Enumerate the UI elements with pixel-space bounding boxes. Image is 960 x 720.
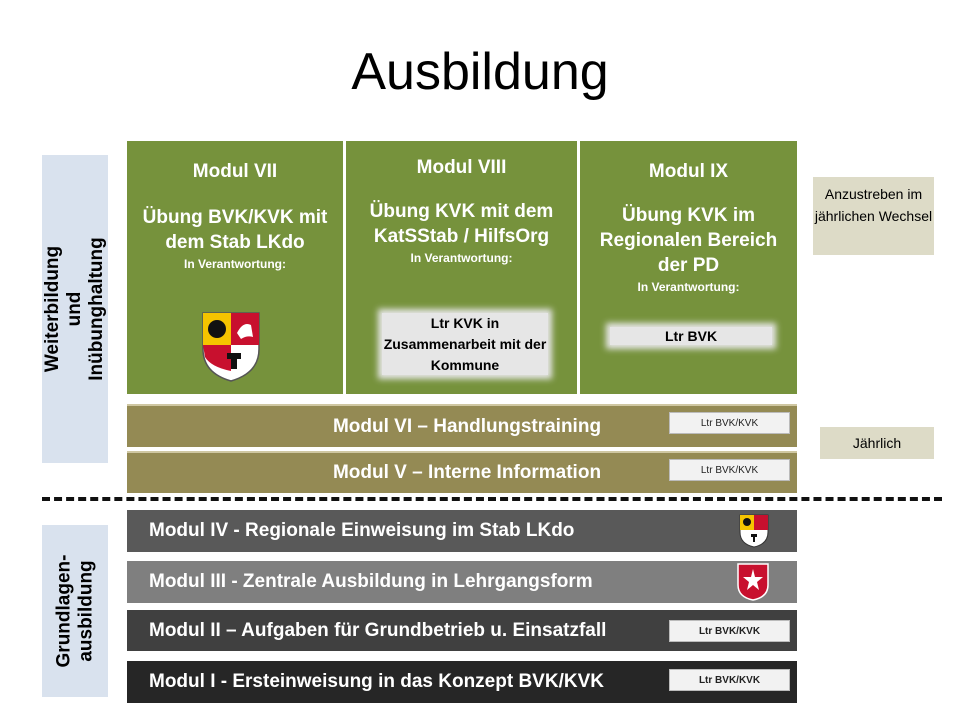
- module-ix-responsibility: In Verantwortung:: [637, 280, 740, 294]
- module-viii-responsible-tag: Ltr KVK in Zusammenarbeit mit der Kommun…: [382, 313, 548, 375]
- module-vii-responsibility: In Verantwortung:: [184, 257, 286, 271]
- module-v-responsible-tag: Ltr BVK/KVK: [669, 459, 790, 481]
- module-i-responsible-tag: Ltr BVK/KVK: [669, 669, 790, 691]
- module-iii-label: Modul III - Zentrale Ausbildung in Lehrg…: [149, 571, 593, 592]
- module-viii-responsibility: In Verantwortung:: [410, 251, 513, 265]
- module-viii-exercise: Übung KVK mit dem KatSStab / HilfsOrg: [369, 201, 554, 247]
- module-v-bar: Modul V – Interne Information Ltr BVK/KV…: [127, 451, 797, 493]
- module-iv-bar: Modul IV - Regionale Einweisung im Stab …: [127, 510, 797, 552]
- module-i-label: Modul I - Ersteinweisung in das Konzept …: [149, 671, 604, 692]
- emblem-icon: [737, 563, 769, 601]
- module-vii-box: Modul VII Übung BVK/KVK mit dem Stab LKd…: [127, 141, 343, 394]
- module-ii-bar: Modul II – Aufgaben für Grundbetrieb u. …: [127, 610, 797, 651]
- module-ix-title: Modul IX: [648, 161, 729, 182]
- module-i-bar: Modul I - Ersteinweisung in das Konzept …: [127, 661, 797, 703]
- module-vi-label: Modul VI – Handlungstraining: [332, 415, 602, 437]
- module-viii-title: Modul VIII: [416, 157, 507, 178]
- module-ii-responsible-tag: Ltr BVK/KVK: [669, 620, 790, 642]
- module-vi-bar: Modul VI – Handlungstraining Ltr BVK/KVK: [127, 404, 797, 447]
- note-yearly: Jährlich: [820, 427, 934, 459]
- module-vi-responsible-tag: Ltr BVK/KVK: [669, 412, 790, 434]
- module-vii-title: Modul VII: [192, 161, 278, 182]
- module-iii-bar: Modul III - Zentrale Ausbildung in Lehrg…: [127, 561, 797, 603]
- module-v-label: Modul V – Interne Information: [332, 462, 602, 483]
- side-label-weiterbildung-text: Weiterbildung und Inübunghaltung: [42, 237, 108, 381]
- module-vii-exercise: Übung BVK/KVK mit dem Stab LKdo: [142, 207, 328, 253]
- module-ii-label: Modul II – Aufgaben für Grundbetrieb u. …: [149, 619, 607, 641]
- side-label-weiterbildung: Weiterbildung und Inübunghaltung: [42, 155, 108, 463]
- note-alternating: Anzustreben im jährlichen Wechsel: [813, 177, 934, 255]
- side-label-grundlagen: Grundlagen- ausbildung: [42, 525, 108, 697]
- module-viii-box: Modul VIII Übung KVK mit dem KatSStab / …: [346, 141, 577, 394]
- side-label-grundlagen-text: Grundlagen- ausbildung: [53, 554, 97, 668]
- niedersachsen-coat-of-arms-icon: [202, 312, 260, 382]
- module-iv-label: Modul IV - Regionale Einweisung im Stab …: [149, 520, 575, 541]
- module-ix-exercise: Übung KVK im Regionalen Bereich der PD: [599, 205, 778, 276]
- section-divider: [42, 497, 942, 501]
- niedersachsen-coat-of-arms-icon: [739, 514, 769, 548]
- page-title: Ausbildung: [351, 43, 609, 101]
- module-ix-box: Modul IX Übung KVK im Regionalen Bereich…: [580, 141, 797, 394]
- module-ix-responsible-tag: Ltr BVK: [610, 327, 772, 345]
